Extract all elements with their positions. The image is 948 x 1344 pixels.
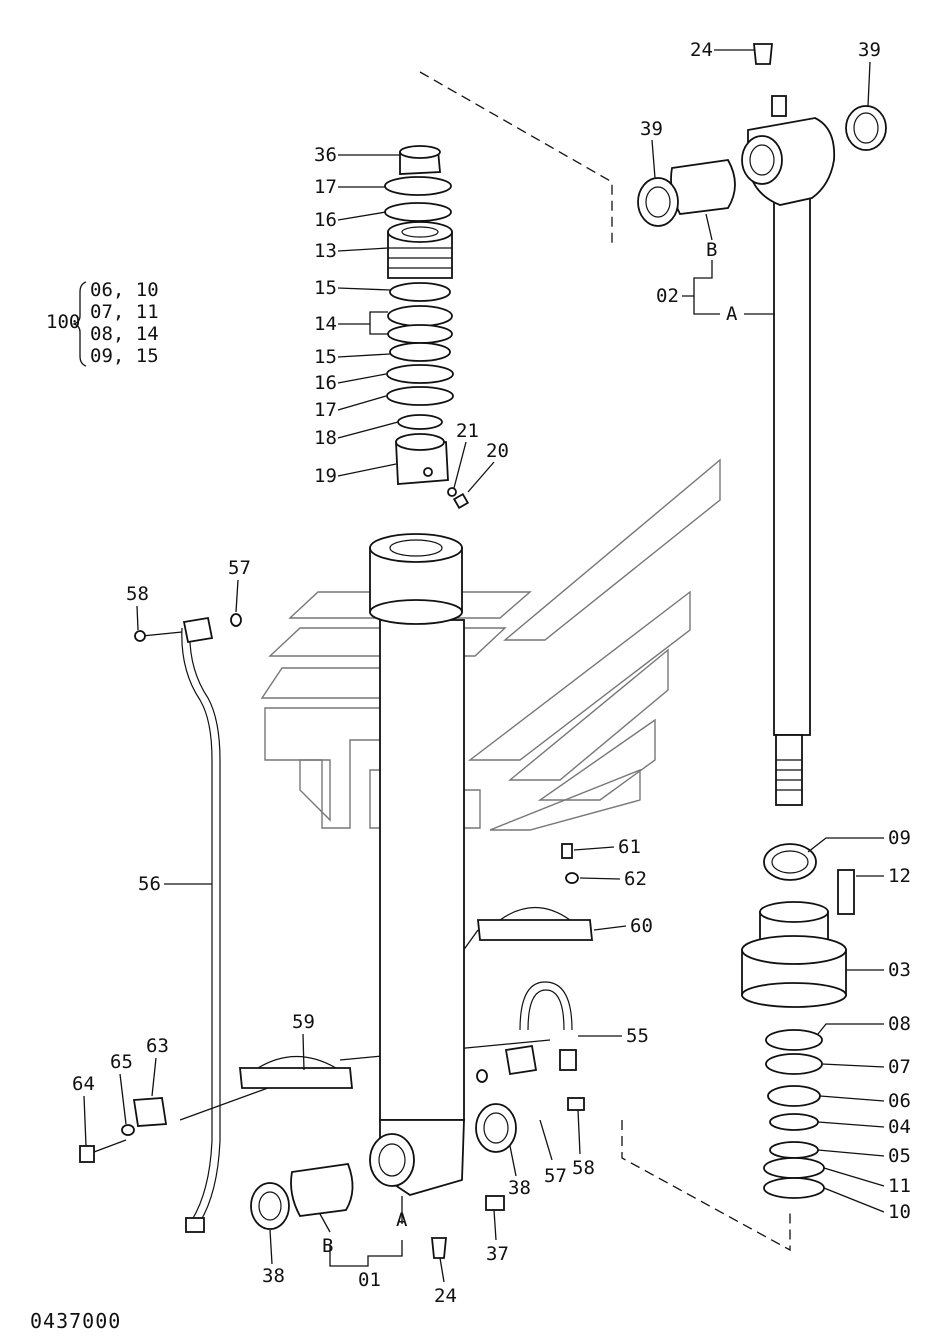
group-100-callout: 100 06, 10 07, 11 08, 14 09, 15 xyxy=(46,279,159,367)
ref-62: 62 xyxy=(624,868,647,890)
ref-02: 02 xyxy=(656,285,679,307)
group-100-number: 100 xyxy=(46,311,80,333)
ref-03: 03 xyxy=(888,959,911,981)
ref-20: 20 xyxy=(486,440,509,462)
cylinder-tube xyxy=(369,533,465,1196)
group-100-pair-1: 06, 10 xyxy=(90,279,159,301)
ref-17: 17 xyxy=(314,399,337,421)
reference-labels: 36 17 16 13 15 14 15 16 17 18 19 21 20 2… xyxy=(72,39,911,1307)
ref-38: 38 xyxy=(508,1177,531,1199)
ref-24: 24 xyxy=(434,1285,457,1307)
ref-65: 65 xyxy=(110,1051,133,1073)
ref-08: 08 xyxy=(888,1013,911,1035)
ref-56: 56 xyxy=(138,873,161,895)
leader-lines xyxy=(83,49,885,1283)
cylinder-rod xyxy=(637,43,887,806)
ref-13: 13 xyxy=(314,240,337,262)
pipes-and-clamps xyxy=(79,613,593,1259)
ref-10: 10 xyxy=(888,1201,911,1223)
watermark-logo xyxy=(260,458,721,831)
rod-end-parts xyxy=(741,843,855,1199)
ref-37: 37 xyxy=(486,1243,509,1265)
ref-24: 24 xyxy=(690,39,713,61)
drawing-code: 0437000 xyxy=(30,1309,121,1333)
ref-14: 14 xyxy=(314,313,337,335)
ref-61: 61 xyxy=(618,836,641,858)
ref-21: 21 xyxy=(456,420,479,442)
ref-01-b: B xyxy=(322,1235,333,1257)
ref-04: 04 xyxy=(888,1116,911,1138)
ref-57: 57 xyxy=(544,1165,567,1187)
ref-16: 16 xyxy=(314,209,337,231)
ref-01-a: A xyxy=(396,1209,408,1231)
ref-01: 01 xyxy=(358,1269,381,1291)
ref-09: 09 xyxy=(888,827,911,849)
ref-36: 36 xyxy=(314,144,337,166)
ref-17: 17 xyxy=(314,176,337,198)
ref-39: 39 xyxy=(858,39,881,61)
ref-11: 11 xyxy=(888,1175,911,1197)
ref-58: 58 xyxy=(126,583,149,605)
ref-07: 07 xyxy=(888,1056,911,1078)
ref-05: 05 xyxy=(888,1145,911,1167)
piston-seal-stack xyxy=(384,145,470,510)
ref-60: 60 xyxy=(630,915,653,937)
group-100-pair-4: 09, 15 xyxy=(90,345,159,367)
ref-15: 15 xyxy=(314,346,337,368)
group-100-pair-3: 08, 14 xyxy=(90,323,159,345)
ref-18: 18 xyxy=(314,427,337,449)
ref-39: 39 xyxy=(640,118,663,140)
ref-02-a: A xyxy=(726,303,738,325)
ref-02-b: B xyxy=(706,239,717,261)
ref-38: 38 xyxy=(262,1265,285,1287)
ref-06: 06 xyxy=(888,1090,911,1112)
ref-12: 12 xyxy=(888,865,911,887)
ref-64: 64 xyxy=(72,1073,95,1095)
ref-19: 19 xyxy=(314,465,337,487)
group-100-pair-2: 07, 11 xyxy=(90,301,159,323)
ref-15: 15 xyxy=(314,277,337,299)
ref-63: 63 xyxy=(146,1035,169,1057)
ref-16: 16 xyxy=(314,372,337,394)
ref-59: 59 xyxy=(292,1011,315,1033)
ref-58: 58 xyxy=(572,1157,595,1179)
ref-57: 57 xyxy=(228,557,251,579)
ref-55: 55 xyxy=(626,1025,649,1047)
